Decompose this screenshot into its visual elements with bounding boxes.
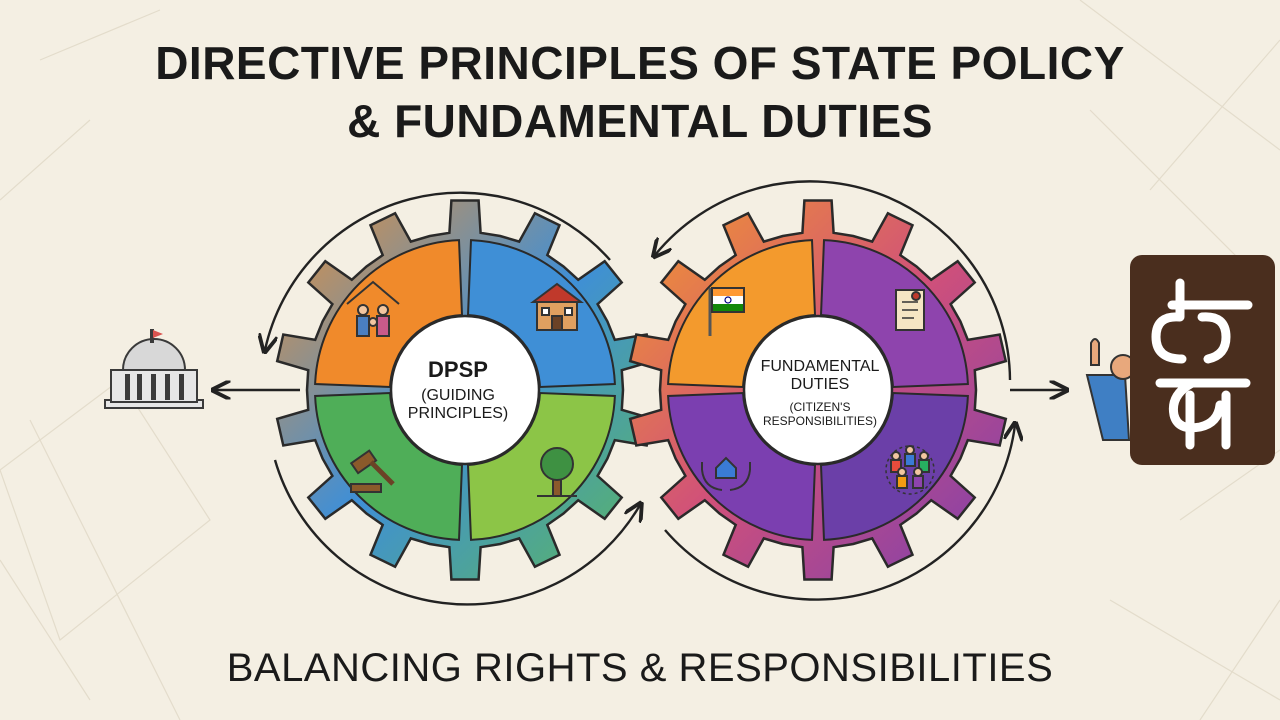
right-top-arc-arrow <box>655 180 1012 381</box>
page-title: DIRECTIVE PRINCIPLES OF STATE POLICY & F… <box>0 34 1280 150</box>
gear-left-hub <box>389 314 541 466</box>
duties-title-line-2: DUTIES <box>790 376 850 393</box>
title-line-1: DIRECTIVE PRINCIPLES OF STATE POLICY <box>155 37 1125 89</box>
dpsp-hub-label: DPSP (GUIDING PRINCIPLES) <box>388 320 528 460</box>
family-house-icon <box>346 280 400 337</box>
gavel-icon <box>349 449 395 493</box>
school-building-icon <box>530 282 584 331</box>
brand-logo-icon <box>1151 278 1253 450</box>
dpsp-gear <box>275 199 655 581</box>
brand-logo-badge <box>1130 255 1275 465</box>
dpsp-subtitle-line-1: (GUIDING <box>421 387 495 404</box>
gear-right-hub <box>742 314 894 466</box>
duties-title-line-1: FUNDAMENTAL <box>760 358 880 375</box>
government-building-icon <box>104 329 204 409</box>
left-top-arc-arrow <box>265 191 611 350</box>
duties-subtitle-line-2: RESPONSIBILITIES) <box>762 414 878 428</box>
dpsp-subtitle-line-2: PRINCIPLES) <box>407 405 509 422</box>
hands-holding-house-icon <box>701 456 751 491</box>
community-people-icon <box>885 445 935 495</box>
title-line-2: & FUNDAMENTAL DUTIES <box>347 95 933 147</box>
duties-hub-label: FUNDAMENTAL DUTIES (CITIZEN'S RESPONSIBI… <box>742 318 898 468</box>
right-bottom-arc-arrow <box>664 425 1015 601</box>
citizen-raising-hand-icon <box>1085 338 1136 441</box>
fundamental-duties-gear <box>628 199 1008 581</box>
dpsp-title: DPSP <box>428 357 488 382</box>
footer-tagline: BALANCING RIGHTS & RESPONSIBILITIES <box>226 646 1054 690</box>
cycle-arrows <box>215 180 1065 606</box>
indian-flag-icon <box>708 287 745 336</box>
constitution-scroll-icon <box>895 289 925 331</box>
duties-subtitle-line-1: (CITIZEN'S <box>789 400 851 414</box>
tree-icon <box>537 447 577 497</box>
left-bottom-arc-arrow <box>273 459 640 606</box>
